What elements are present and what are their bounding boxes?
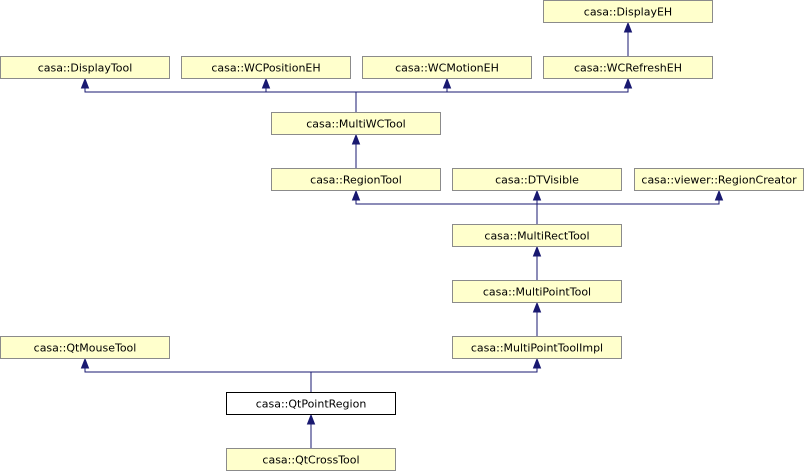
class-node-dt-visible[interactable]: casa::DTVisible [452, 168, 622, 191]
class-node-display-tool[interactable]: casa::DisplayTool [0, 56, 170, 79]
class-node-label: casa::DisplayEH [584, 6, 672, 19]
class-node-box [271, 112, 441, 135]
class-node-box [452, 280, 622, 303]
class-node-display-eh[interactable]: casa::DisplayEH [543, 0, 713, 23]
arrowhead-multi_rect_tool-to-region_tool [351, 189, 361, 201]
class-node-label: casa::DisplayTool [38, 62, 133, 75]
class-node-box [0, 336, 170, 359]
arrowhead-multi_rect_tool-to-region_creator [714, 189, 724, 201]
class-node-label: casa::QtPointRegion [256, 398, 367, 411]
class-node-label: casa::MultiPointToolImpl [471, 342, 603, 355]
arrowhead-qt_cross_tool-to-qt_point_region [306, 413, 316, 425]
class-node-label: casa::RegionTool [310, 174, 402, 187]
inheritance-edge-multi_wc_tool-to-wc_refresh_eh [355, 88, 629, 112]
class-node-label: casa::WCRefreshEH [574, 62, 682, 75]
class-node-box [271, 168, 441, 191]
inheritance-edge-qt_point_region-to-multi_point_tool_impl [310, 368, 538, 392]
class-node-label: casa::MultiWCTool [306, 118, 405, 131]
class-node-box [452, 224, 622, 247]
arrowhead-multi_wc_tool-to-wc_motion_eh [442, 77, 452, 89]
class-node-box [543, 0, 713, 23]
inheritance-edge-qt_point_region-to-qt_mouse_tool [84, 368, 312, 392]
class-node-box [181, 56, 351, 79]
class-node-label: casa::WCMotionEH [395, 62, 499, 75]
arrowhead-multi_rect_tool-to-dt_visible [532, 189, 542, 201]
arrowhead-region_tool-to-multi_wc_tool [351, 133, 361, 145]
class-node-multi-point-tool[interactable]: casa::MultiPointTool [452, 280, 622, 303]
class-node-label: casa::QtCrossTool [262, 454, 359, 467]
class-node-wc-position-eh[interactable]: casa::WCPositionEH [181, 56, 351, 79]
arrowhead-wc_refresh_eh-to-display_eh [623, 21, 633, 33]
class-node-qt-mouse-tool[interactable]: casa::QtMouseTool [0, 336, 170, 359]
class-node-region-tool[interactable]: casa::RegionTool [271, 168, 441, 191]
edges-layer [80, 21, 724, 448]
arrowhead-multi_point_tool-to-multi_rect_tool [532, 245, 542, 257]
class-node-box [226, 392, 396, 415]
inheritance-edge-multi_rect_tool-to-region_creator [536, 200, 720, 224]
class-node-box [543, 56, 713, 79]
class-node-label: casa::QtMouseTool [34, 342, 137, 355]
class-node-box [0, 56, 170, 79]
arrowhead-qt_point_region-to-qt_mouse_tool [80, 357, 90, 369]
class-node-label: casa::MultiPointTool [483, 286, 591, 299]
class-node-multi-point-tool-impl[interactable]: casa::MultiPointToolImpl [452, 336, 622, 359]
class-node-wc-motion-eh[interactable]: casa::WCMotionEH [362, 56, 532, 79]
class-node-qt-cross-tool[interactable]: casa::QtCrossTool [226, 448, 396, 471]
class-node-label: casa::viewer::RegionCreator [641, 174, 797, 187]
class-node-label: casa::MultiRectTool [484, 230, 589, 243]
arrowhead-multi_wc_tool-to-display_tool [80, 77, 90, 89]
class-node-multi-wc-tool[interactable]: casa::MultiWCTool [271, 112, 441, 135]
arrowhead-multi_wc_tool-to-wc_refresh_eh [623, 77, 633, 89]
class-node-box [452, 168, 622, 191]
class-node-multi-rect-tool[interactable]: casa::MultiRectTool [452, 224, 622, 247]
class-node-wc-refresh-eh[interactable]: casa::WCRefreshEH [543, 56, 713, 79]
class-node-qt-point-region: casa::QtPointRegion [226, 392, 396, 415]
arrowhead-multi_wc_tool-to-wc_position_eh [261, 77, 271, 89]
inheritance-edge-multi_rect_tool-to-region_tool [355, 200, 538, 224]
class-node-box [362, 56, 532, 79]
inheritance-edge-multi_wc_tool-to-wc_position_eh [265, 88, 357, 112]
arrowhead-qt_point_region-to-multi_point_tool_impl [532, 357, 542, 369]
class-node-label: casa::DTVisible [495, 174, 579, 187]
class-node-box [226, 448, 396, 471]
class-node-region-creator[interactable]: casa::viewer::RegionCreator [634, 168, 804, 191]
class-node-label: casa::WCPositionEH [211, 62, 320, 75]
arrowhead-multi_point_tool_impl-to-multi_point_tool [532, 301, 542, 313]
class-node-box [452, 336, 622, 359]
